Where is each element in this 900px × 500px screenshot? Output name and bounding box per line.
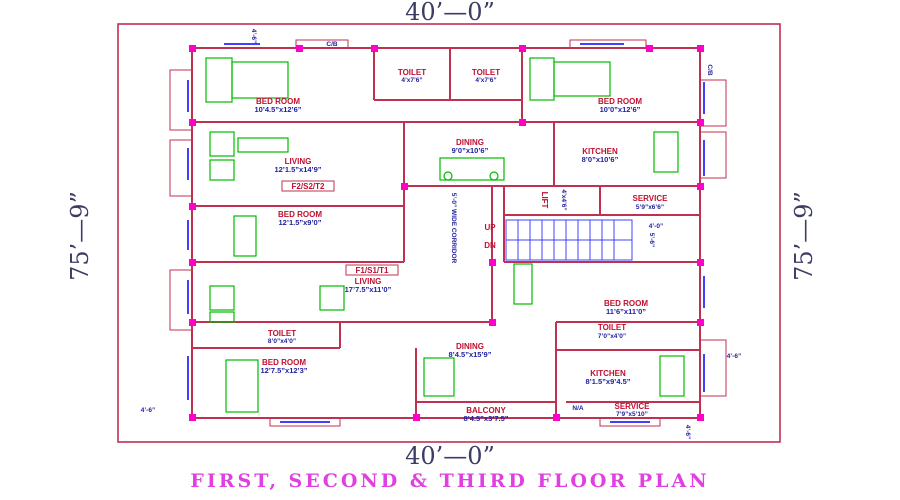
bed3-name: BED ROOM bbox=[278, 210, 322, 219]
toilet3-name: TOILET bbox=[268, 329, 296, 338]
toilet4-name: TOILET bbox=[598, 323, 626, 332]
dim-left: 75’—9” bbox=[66, 191, 94, 281]
furniture bbox=[205, 57, 685, 413]
plot-boundary bbox=[117, 23, 781, 443]
bed4-size: 11’6”x11’0” bbox=[606, 307, 646, 316]
stair-small-dim: 4’-0” bbox=[649, 223, 663, 230]
staircase bbox=[505, 219, 633, 261]
living2-name: LIVING bbox=[355, 277, 382, 286]
toilet2-size: 4’x7’6” bbox=[475, 77, 496, 84]
service2-name: SERVICE bbox=[615, 402, 651, 411]
toilet4-size: 7’0”x4’0” bbox=[598, 333, 626, 340]
bed2-size: 10’0”x12’6” bbox=[600, 105, 641, 114]
dim-bottom: 40’—0” bbox=[405, 442, 495, 470]
kitchen1-size: 8’0”x10’6” bbox=[582, 155, 619, 164]
setback-right-mid: 4’-6” bbox=[727, 353, 741, 360]
toilet1-size: 4’x7’6” bbox=[401, 77, 422, 84]
living1-name: LIVING bbox=[285, 157, 312, 166]
bed2-name: BED ROOM bbox=[598, 97, 642, 106]
cb-top-label: C/B bbox=[326, 41, 338, 48]
stair-up: UP bbox=[484, 223, 496, 232]
setback-left-bottom: 4’-6” bbox=[141, 407, 155, 414]
bed3-size: 12’1.5”x9’0” bbox=[279, 218, 322, 227]
floor-tag-lower-box bbox=[345, 264, 399, 276]
bed1-size: 10’4.5”x12’6” bbox=[254, 105, 301, 114]
stair-vertical-dim: 5’-6” bbox=[648, 233, 655, 247]
corridor-label: 5’-0” WIDE CORRIDOR bbox=[450, 193, 457, 264]
bed5-size: 12’7.5”x12’3” bbox=[260, 366, 307, 375]
dining1-size: 9’0”x10’6” bbox=[452, 146, 489, 155]
kitchen2-name: KITCHEN bbox=[590, 369, 626, 378]
toilet1-name: TOILET bbox=[398, 68, 426, 77]
dining2-size: 8’4.5”x15’9” bbox=[449, 350, 492, 359]
kitchen1-name: KITCHEN bbox=[582, 147, 618, 156]
service1-name: SERVICE bbox=[633, 194, 669, 203]
bed5-name: BED ROOM bbox=[262, 358, 306, 367]
dining1-name: DINING bbox=[456, 138, 484, 147]
lift-size: 4’x4’6” bbox=[560, 189, 567, 210]
na-label: N/A bbox=[572, 405, 584, 412]
service1-size: 5’9”x6’6” bbox=[636, 204, 664, 211]
lift-label: LIFT bbox=[540, 192, 549, 209]
floor-tag-lower: F1/S1/T1 bbox=[356, 266, 389, 275]
dim-right: 75’—9” bbox=[790, 191, 818, 281]
setback-right-bottom: 4’-6” bbox=[684, 425, 691, 439]
toilet3-size: 8’0”x4’0” bbox=[268, 338, 296, 345]
bed1-name: BED ROOM bbox=[256, 97, 300, 106]
setbacks bbox=[169, 39, 727, 427]
dim-top: 40’—0” bbox=[405, 0, 495, 26]
setback-top-left: 4’-6” bbox=[250, 29, 257, 43]
columns bbox=[189, 45, 704, 421]
dining2-name: DINING bbox=[456, 342, 484, 351]
bed4-name: BED ROOM bbox=[604, 299, 648, 308]
living1-size: 12’1.5”x14’9” bbox=[274, 165, 321, 174]
floor-tag-upper-box bbox=[281, 180, 335, 192]
windows bbox=[187, 43, 705, 423]
living2-size: 17’7.5”x11’0” bbox=[345, 285, 392, 294]
toilet2-name: TOILET bbox=[472, 68, 500, 77]
cb-label: C/B bbox=[706, 64, 713, 76]
stair-dn: DN bbox=[484, 241, 496, 250]
plan-title: FIRST, SECOND & THIRD FLOOR PLAN bbox=[190, 470, 710, 492]
building-walls bbox=[191, 47, 701, 419]
kitchen2-size: 8’1.5”x9’4.5” bbox=[585, 377, 630, 386]
floor-tag-upper: F2/S2/T2 bbox=[292, 182, 325, 191]
balcony-size: 8’4.5”x3’7.5” bbox=[463, 414, 508, 423]
service2-size: 7’9”x5’10” bbox=[616, 411, 648, 418]
balcony-name: BALCONY bbox=[466, 406, 506, 415]
